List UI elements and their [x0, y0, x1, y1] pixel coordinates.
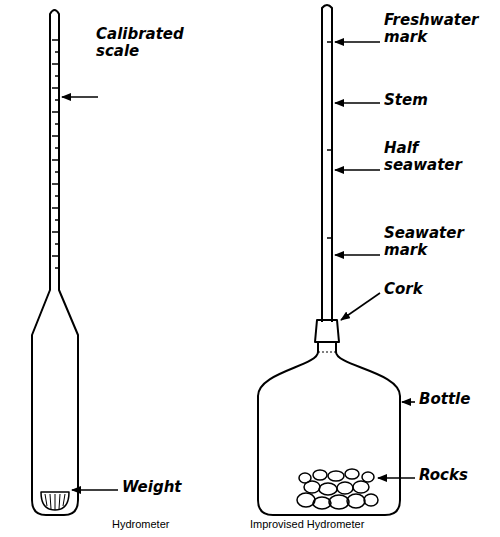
- rock: [299, 473, 311, 483]
- rock: [313, 497, 331, 509]
- rock: [347, 494, 365, 508]
- scale-tick: [52, 135, 59, 137]
- stem-tube: [322, 5, 332, 322]
- part-label: Seawater mark: [384, 225, 484, 260]
- part-label: Cork: [384, 281, 484, 298]
- scale-tick: [52, 159, 59, 161]
- scale-tick: [55, 267, 59, 269]
- weight: [41, 492, 69, 510]
- scale-tick: [55, 75, 59, 77]
- scale-tick: [55, 99, 59, 101]
- leader-arrows: [62, 42, 415, 490]
- scale-tick: [55, 123, 59, 125]
- scale-tick: [55, 195, 59, 197]
- scale-tick: [55, 147, 59, 149]
- rock: [362, 472, 374, 482]
- part-label: Freshwater mark: [384, 12, 492, 47]
- scale-tick: [52, 255, 59, 257]
- scale-tick: [52, 183, 59, 185]
- scale-tick: [52, 111, 59, 113]
- scale-tick: [55, 243, 59, 245]
- scale-tick: [52, 87, 59, 89]
- weight-hatch: [45, 494, 65, 510]
- part-label: Half seawater: [384, 140, 484, 175]
- scale-tick: [55, 219, 59, 221]
- part-label: Stem: [384, 92, 484, 109]
- rock: [319, 483, 337, 495]
- rock: [345, 469, 359, 479]
- part-label: Calibrated scale: [96, 26, 206, 61]
- rock: [313, 470, 327, 480]
- rock: [328, 471, 344, 481]
- cork: [315, 320, 339, 342]
- part-label: Weight: [122, 479, 212, 496]
- hydrometer-body: [32, 10, 78, 515]
- scale-tick: [52, 207, 59, 209]
- bottle-outline: [258, 342, 400, 515]
- figure-caption: Improvised Hydrometer: [250, 518, 420, 531]
- stem-marks: [327, 42, 332, 238]
- scale-tick: [55, 51, 59, 53]
- rock: [364, 494, 378, 506]
- rock: [353, 481, 369, 493]
- rock: [297, 493, 315, 507]
- part-label: Rocks: [419, 467, 497, 484]
- rock: [337, 482, 353, 494]
- part-label: Bottle: [419, 391, 497, 408]
- scale-tick: [52, 39, 59, 41]
- rock: [329, 495, 349, 509]
- scale-tick: [52, 231, 59, 233]
- bottle-neck-dots: [318, 352, 336, 353]
- scale-tick: [55, 171, 59, 173]
- figure-caption: Hydrometer: [112, 518, 212, 531]
- scale-tick: [52, 63, 59, 65]
